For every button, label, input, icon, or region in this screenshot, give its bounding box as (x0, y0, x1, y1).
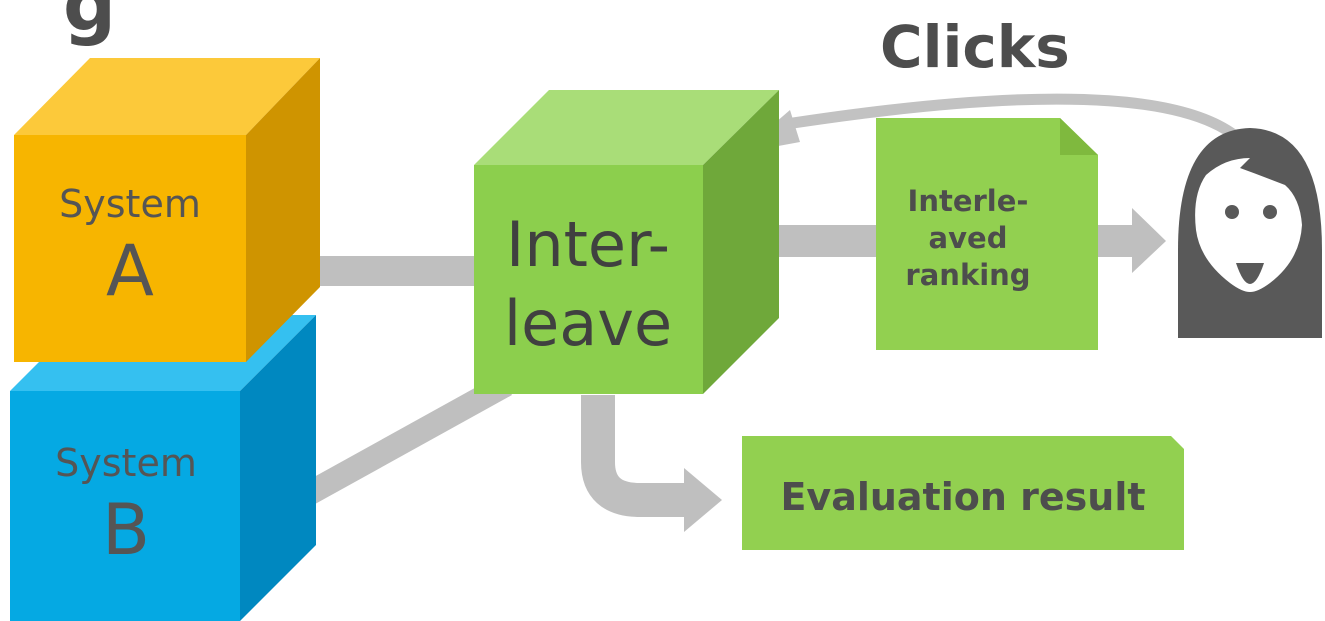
arrow-evaluation-head (684, 468, 722, 532)
ranking-line-1: Interle- (907, 184, 1029, 218)
document-fold (1060, 118, 1098, 155)
system-b-title: System (55, 441, 197, 485)
system-a-title: System (59, 182, 201, 226)
interleave-cube (474, 90, 779, 394)
interleaved-ranking-label: Interle- aved ranking (876, 183, 1060, 294)
user-icon (1178, 128, 1322, 338)
interleave-line-1: Inter- (506, 208, 670, 281)
interleave-line-2: leave (503, 287, 673, 361)
heading-fragment: g (63, 0, 116, 48)
arrow-interleave-to-evaluation (581, 395, 688, 517)
interleave-label: Inter- leave (474, 205, 702, 364)
interleaved-ranking-document (876, 118, 1098, 350)
evaluation-result-document (742, 436, 1184, 550)
system-a-letter: A (106, 230, 154, 312)
arrow-system-b-to-interleave (276, 374, 512, 519)
system-b-letter: B (101, 489, 151, 571)
clicks-label: Clicks (880, 13, 1070, 81)
arrow-ranking-to-user (1098, 208, 1166, 273)
ranking-line-2: aved (928, 221, 1008, 256)
system-a-cube (14, 58, 320, 362)
ranking-line-3: ranking (905, 258, 1031, 293)
evaluation-result-label: Evaluation result (780, 475, 1146, 519)
